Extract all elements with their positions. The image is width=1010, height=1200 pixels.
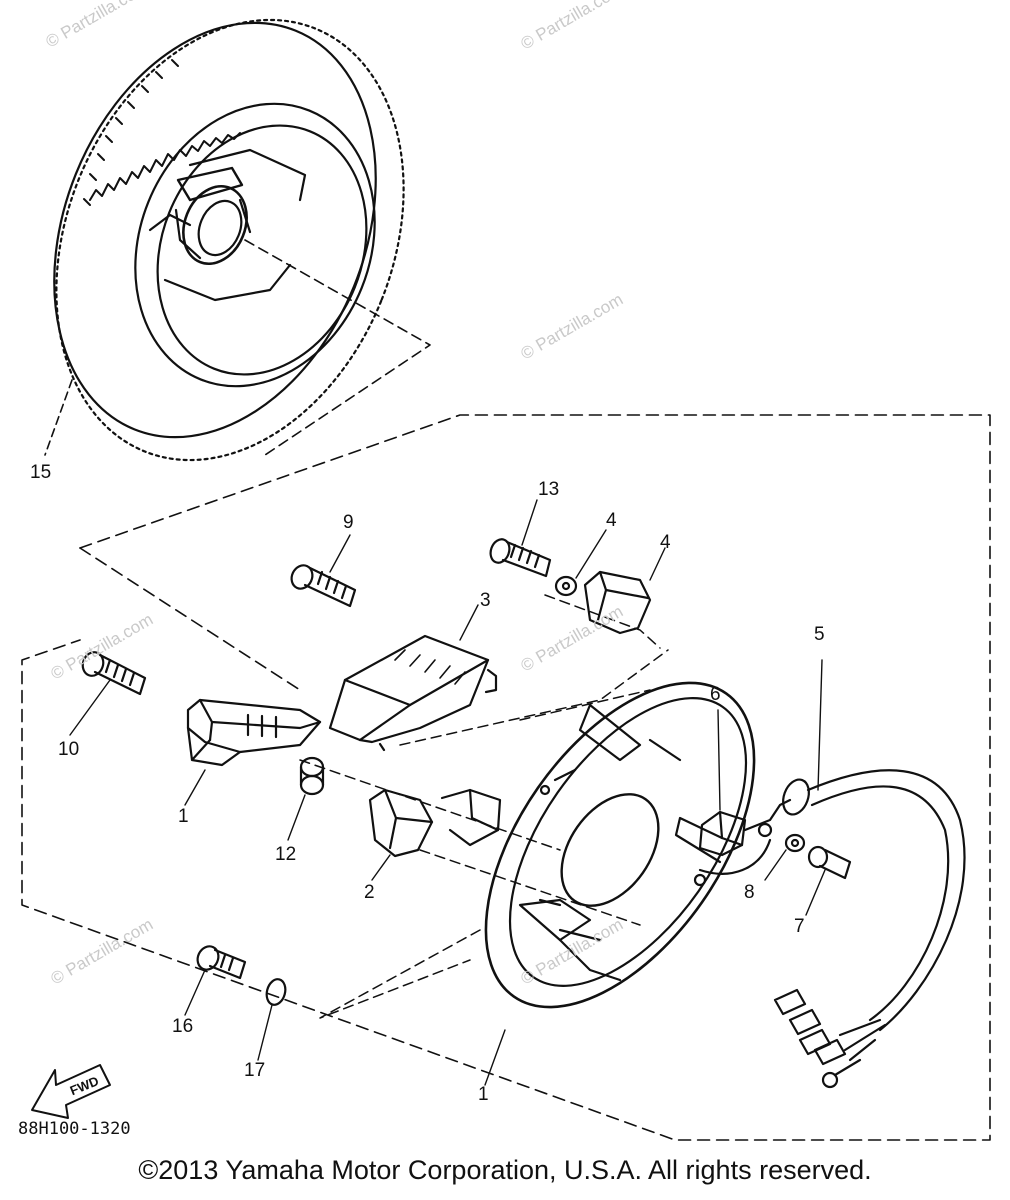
callout-8: 8 <box>744 882 755 903</box>
part-code: 88H100-1320 <box>18 1119 131 1139</box>
screw-7 <box>805 845 852 916</box>
callout-13: 13 <box>538 479 559 500</box>
washer-17 <box>257 978 287 1061</box>
stator-plate <box>299 594 756 1019</box>
callout-15: 15 <box>30 462 51 483</box>
screw-10 <box>69 651 147 736</box>
watermark: © Partzilla.com <box>43 0 152 51</box>
copyright-notice: ©2013 Yamaha Motor Corporation, U.S.A. A… <box>138 1155 872 1185</box>
watermark: © Partzilla.com <box>48 915 157 989</box>
grommet-6 <box>674 709 773 875</box>
callout-3: 3 <box>480 590 491 611</box>
flywheel <box>53 18 431 462</box>
callout-1-pickup: 1 <box>178 806 189 827</box>
callout-16: 16 <box>172 1016 193 1037</box>
spacer-12 <box>287 756 325 841</box>
callout-4-washer: 4 <box>606 510 617 531</box>
lead-wire-5 <box>743 659 966 1089</box>
exploded-view-drawing: 15 13 4 4 9 3 5 6 10 1 12 2 8 7 16 17 1 … <box>18 0 991 1141</box>
fwd-arrow-icon <box>31 1064 111 1119</box>
source-coil-3 <box>328 604 498 752</box>
callout-7: 7 <box>794 916 805 937</box>
leader-1-assembly <box>484 1029 506 1086</box>
bolt-9 <box>290 534 357 608</box>
watermark: © Partzilla.com <box>518 290 627 364</box>
watermark: © Partzilla.com <box>48 610 157 684</box>
watermark: © Partzilla.com <box>518 0 627 53</box>
washer-4 <box>554 529 607 597</box>
pickup-coil-2 <box>368 788 502 881</box>
watermark: © Partzilla.com <box>518 602 627 676</box>
callout-12: 12 <box>275 844 296 865</box>
callout-1-assembly: 1 <box>478 1084 489 1105</box>
pickup-coil-1 <box>184 698 322 806</box>
assembly-frame <box>21 414 991 1141</box>
washer-8 <box>764 833 806 881</box>
callout-17: 17 <box>244 1060 265 1081</box>
bolt-13 <box>489 499 552 578</box>
callout-5: 5 <box>814 624 825 645</box>
leader-15 <box>44 379 73 456</box>
callout-4-damper: 4 <box>660 532 671 553</box>
callout-6: 6 <box>710 684 721 705</box>
callout-10: 10 <box>58 739 79 760</box>
callout-2: 2 <box>364 882 375 903</box>
screw-16 <box>184 945 247 1016</box>
callout-9: 9 <box>343 512 354 533</box>
